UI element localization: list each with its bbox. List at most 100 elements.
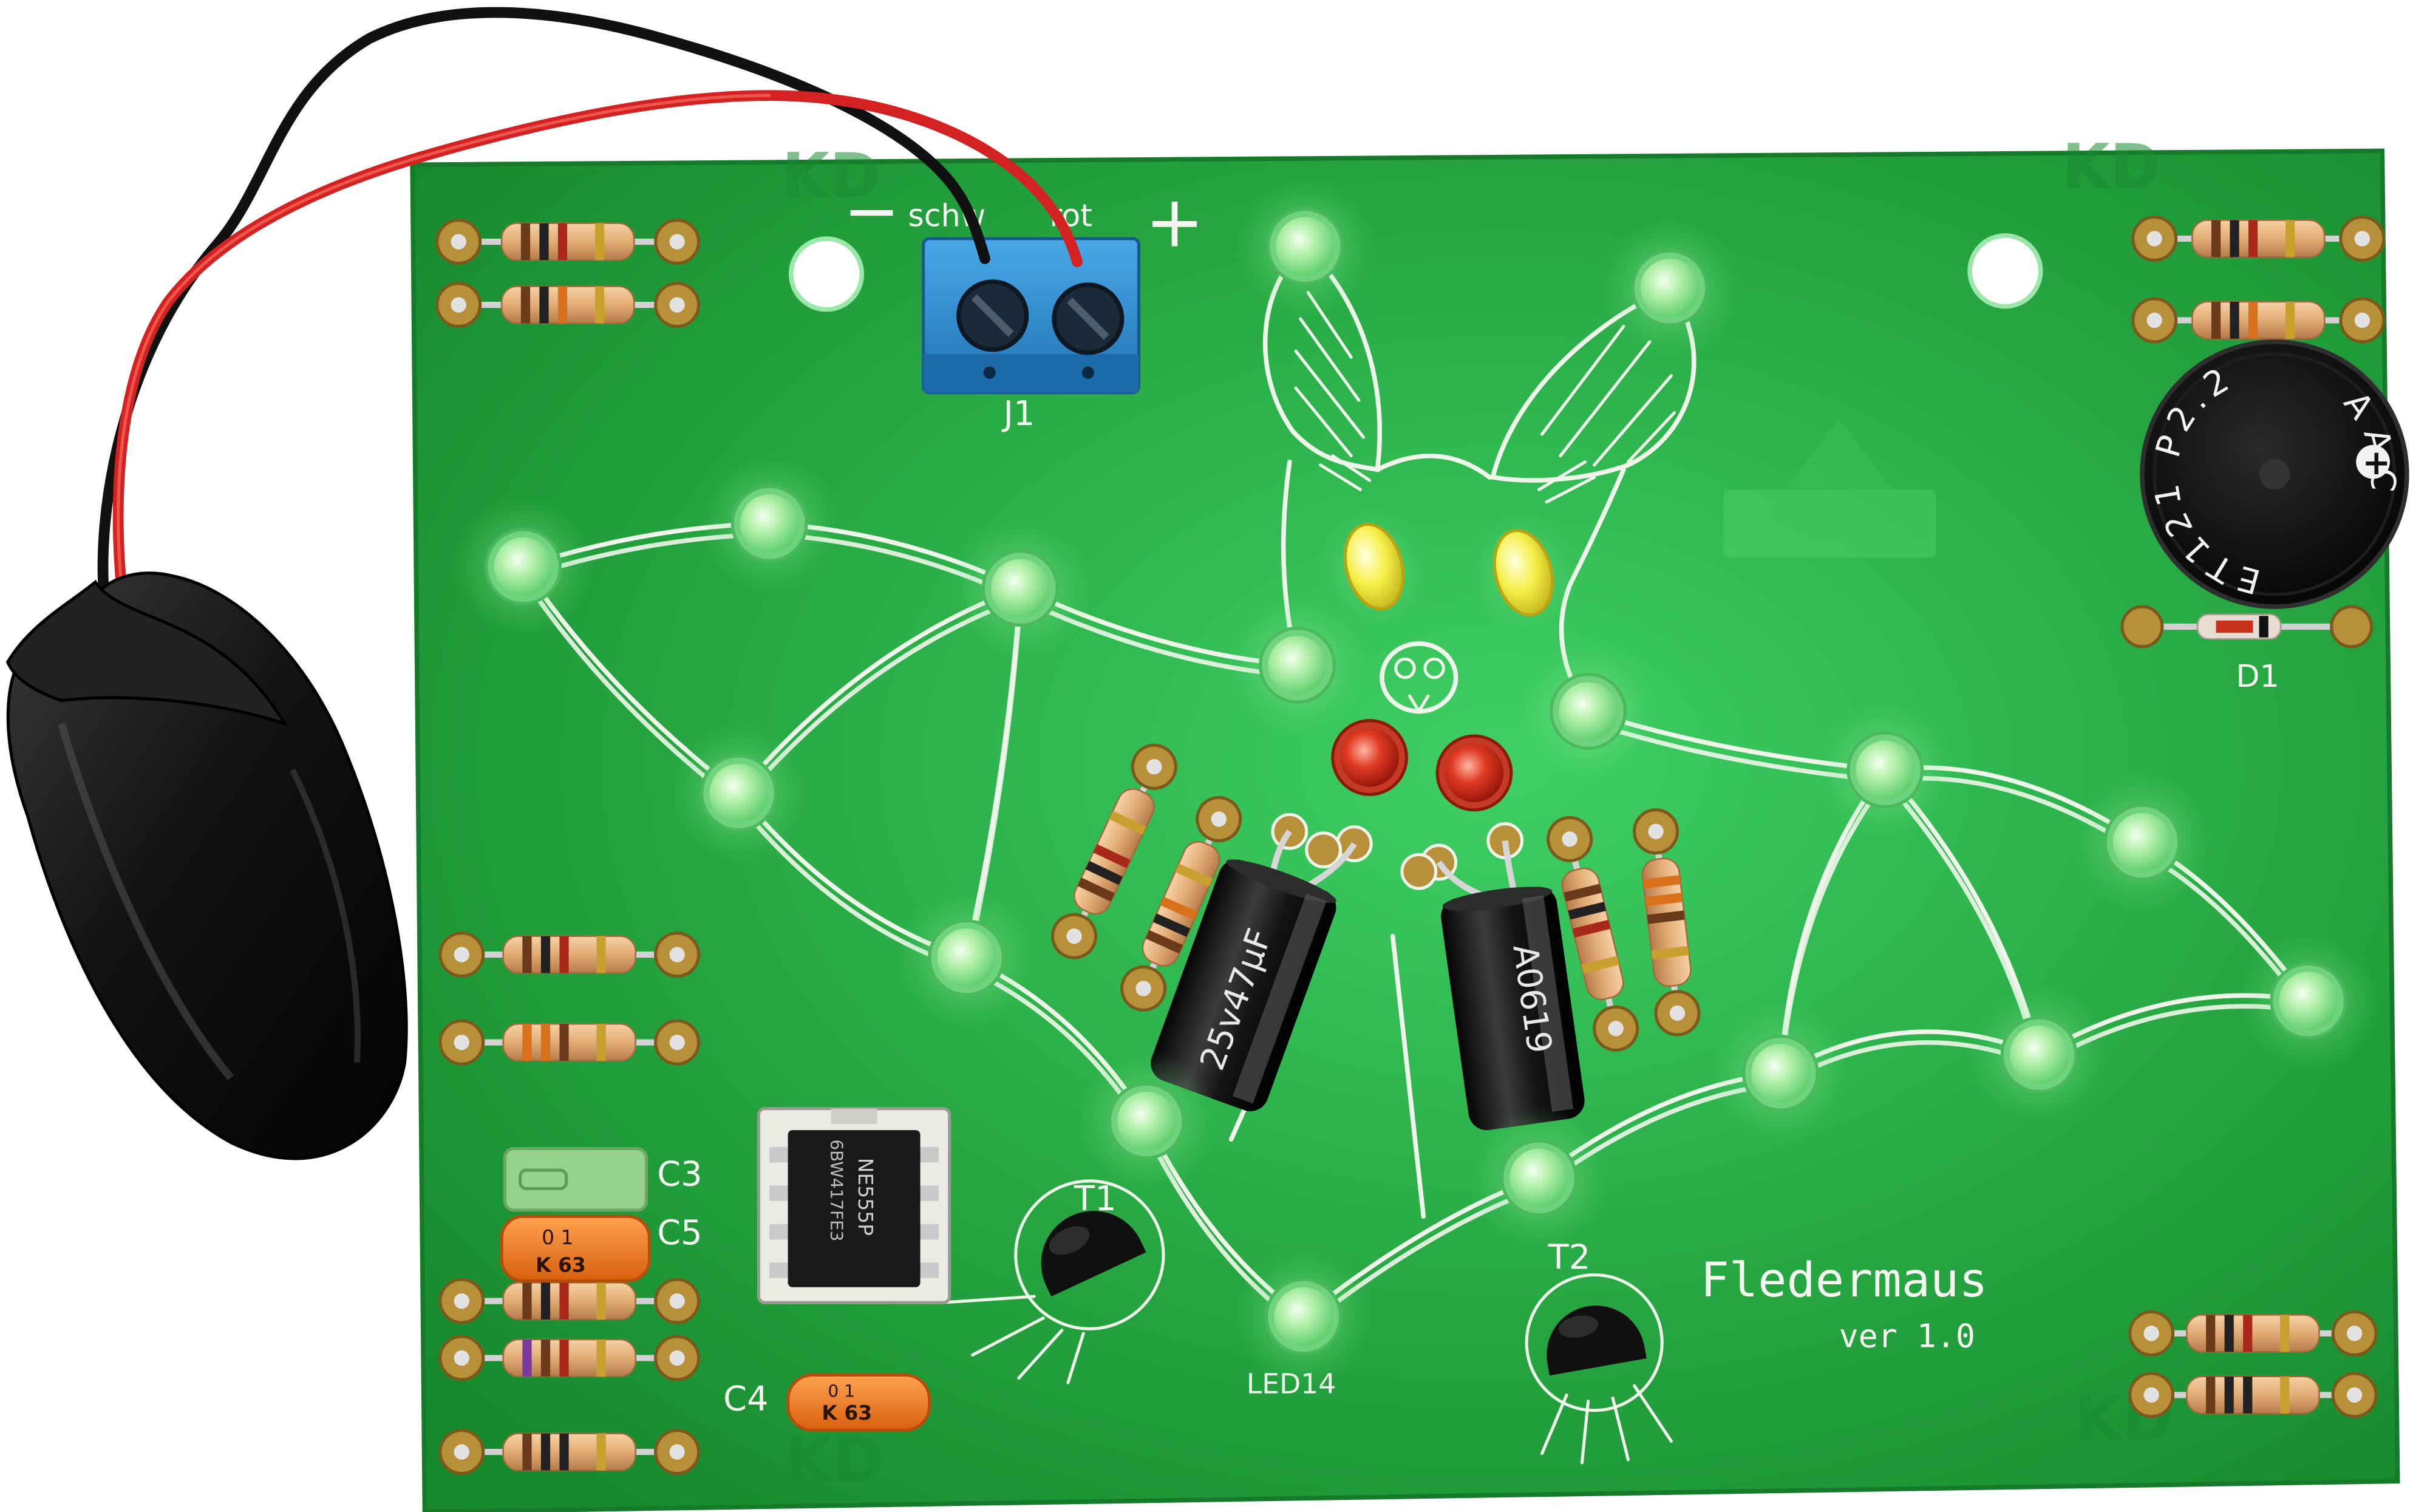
solder-joint	[451, 297, 466, 313]
c4-top-marking: 0 1	[828, 1381, 855, 1401]
wire-red-highlight	[117, 94, 771, 605]
resistor-band	[1568, 902, 1607, 920]
cap1-stripe	[1233, 893, 1327, 1104]
led-green	[1226, 594, 1369, 737]
solder-joint	[1211, 811, 1227, 827]
cap-lead	[1502, 840, 1517, 894]
resistor-band	[522, 1433, 532, 1471]
led-green	[2238, 930, 2380, 1072]
led-green	[896, 887, 1038, 1029]
resistor-band	[2224, 1376, 2234, 1414]
resistor-body	[1074, 788, 1155, 915]
resistor	[438, 931, 701, 978]
resistor-band	[2243, 1315, 2253, 1352]
t2-highlight	[1558, 1315, 1599, 1338]
resistor-band	[1109, 811, 1146, 835]
body-line	[1390, 933, 1426, 1219]
solder-joint	[2146, 312, 2162, 329]
led-dome	[1856, 740, 1914, 799]
diode-band	[2259, 616, 2268, 638]
resistor-band	[559, 1282, 569, 1320]
electrolytic-cap-2: A0619	[1441, 887, 1585, 1131]
resistor-band	[594, 286, 605, 324]
resistor-band	[2206, 1376, 2216, 1414]
solder-pad	[1271, 812, 1309, 850]
resistor-band	[596, 1340, 606, 1377]
led-dome	[1492, 529, 1554, 617]
solder-joint	[669, 1350, 685, 1366]
resistor	[1120, 795, 1242, 1012]
ic-pin	[917, 1147, 939, 1163]
electrolytic-cap-1: 25v47μF	[1151, 859, 1336, 1112]
resistor-band	[539, 223, 549, 261]
led-green	[1709, 1002, 1851, 1144]
resistor	[2131, 215, 2386, 262]
mounting-hole	[1967, 233, 2043, 309]
resistor-band	[1651, 945, 1689, 960]
ic-pin	[769, 1185, 791, 1201]
solder-joint	[1146, 759, 1162, 775]
screw-slot	[1066, 297, 1109, 340]
led-dome	[494, 537, 553, 596]
board-markings	[1723, 418, 1936, 557]
led-dome	[2112, 812, 2172, 872]
resistor-band	[2243, 1376, 2253, 1414]
resistor-band	[2230, 220, 2239, 257]
solder-joint	[669, 1034, 685, 1051]
ear-hatch	[1540, 325, 1676, 467]
led-dome	[1751, 1044, 1810, 1103]
bat-eye	[1423, 657, 1445, 679]
resistor	[2128, 1372, 2378, 1418]
solder-joint	[2143, 1387, 2159, 1403]
diode-d1	[2120, 605, 2374, 649]
terminal-base	[923, 354, 1139, 393]
led-dome	[1340, 728, 1399, 787]
led-green	[1234, 175, 1376, 318]
resistor-band	[540, 936, 551, 973]
resistor	[1633, 808, 1701, 1037]
led-green	[949, 517, 1091, 659]
led-green	[1075, 1050, 1217, 1192]
cap2-stripe	[1522, 895, 1574, 1112]
ic-pin	[769, 1147, 791, 1163]
led-green	[2071, 771, 2213, 913]
pouch-highlight	[58, 723, 234, 1081]
resistor-band	[596, 1024, 606, 1061]
pouch-highlight	[290, 768, 361, 1063]
watermark-text: KD	[781, 140, 880, 212]
resistor-band	[2285, 301, 2295, 339]
transistor-t2	[1547, 1305, 1647, 1376]
led-green	[667, 722, 810, 864]
resistor-band	[1647, 910, 1685, 924]
led-green	[1814, 699, 1956, 841]
screw-slot	[971, 294, 1014, 337]
led-dome	[1343, 522, 1405, 611]
terminal-block-j1	[922, 237, 1141, 395]
silk-arrow	[1785, 418, 1893, 490]
cap1-body	[1151, 859, 1336, 1112]
resistor-band	[522, 1340, 532, 1377]
resistor-band	[2206, 1315, 2216, 1352]
led-green	[1468, 1107, 1610, 1249]
silkscreen-labels: − schw rot + J1 D1 C3 C5 C4 T1 T2 LED14 …	[657, 171, 2279, 1418]
resistors	[435, 215, 2386, 1476]
ic-pins	[769, 1147, 939, 1278]
resistor-band	[1077, 877, 1115, 902]
led-dome	[740, 494, 799, 553]
solder-joint	[2347, 1387, 2363, 1403]
wire-hole	[1081, 366, 1094, 379]
ear-hatch	[1294, 291, 1366, 458]
leds	[452, 175, 2380, 1388]
resistor-band	[559, 936, 569, 973]
resistor-band	[2211, 301, 2221, 339]
d1-label: D1	[2236, 658, 2279, 694]
transistor-t1	[1041, 1211, 1146, 1297]
resistor	[435, 282, 701, 329]
board-version: ver 1.0	[1839, 1318, 1975, 1355]
ic-555: 6BW417FE3 NE555P	[757, 1107, 951, 1304]
ic-pin	[917, 1262, 939, 1278]
c4-bottom-marking: K 63	[822, 1401, 872, 1425]
solder-joint	[1135, 981, 1151, 996]
led-dome	[1640, 258, 1700, 318]
j1-label: J1	[1001, 394, 1035, 434]
